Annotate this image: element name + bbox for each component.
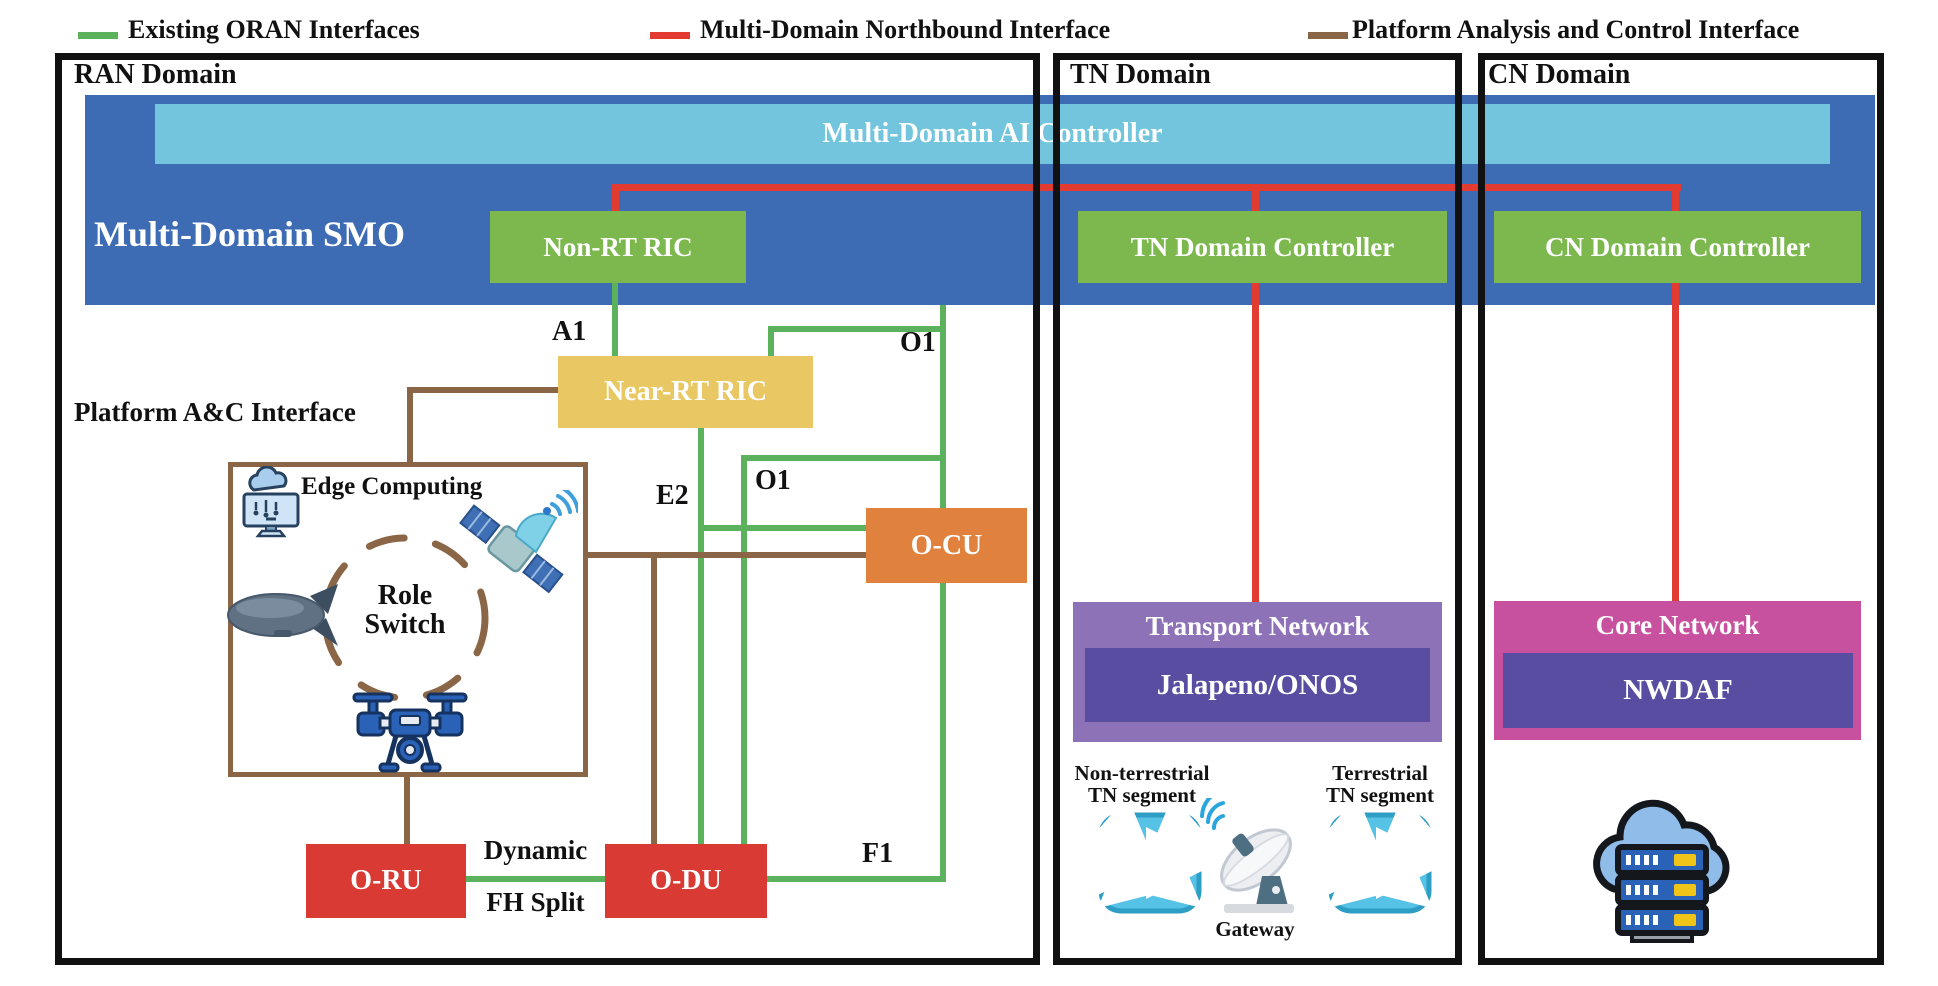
o-ru-label: O-RU [350,865,422,896]
role-switch-dashed-circle [321,534,489,702]
jalapeno-onos-box: Jalapeno/ONOS [1085,648,1430,722]
green-a1-vertical [612,283,618,356]
terrestrial-line1: Terrestrial [1332,761,1428,785]
o-du-label: O-DU [650,865,722,896]
near-rt-ric-label: Near-RT RIC [603,376,768,407]
green-e2-vertical [698,428,704,844]
transport-network-title: Transport Network [1073,606,1442,646]
red-northbound-horizontal [612,184,1681,191]
o-cu-label: O-CU [910,529,983,561]
red-cn-controller-to-core [1672,283,1679,601]
legend-label-platform-ac: Platform Analysis and Control Interface [1352,15,1800,44]
ran-domain-box [55,53,1040,965]
o-ru-box: O-RU [306,844,466,918]
role-switch-label: Role Switch [335,581,475,640]
terrestrial-segment-label: Terrestrial TN segment [1306,762,1454,806]
red-drop-cn-controller [1672,191,1679,211]
satellite-dish-icon [1200,798,1294,913]
non-terrestrial-line2: TN segment [1088,783,1196,808]
non-rt-ric-label: Non-RT RIC [543,231,693,262]
legend-red-line [650,32,690,39]
legend-brown-line [1308,32,1348,39]
o-du-box: O-DU [605,844,767,918]
monitor-cloud-icon [242,466,300,538]
cn-domain-controller-box: CN Domain Controller [1494,211,1861,283]
role-text: Role [377,580,433,611]
fh-top-text: Dynamic [483,835,588,865]
red-tn-controller-to-transport [1252,283,1259,602]
o-cu-box: O-CU [866,508,1027,583]
nwdaf-text: NWDAF [1623,674,1733,706]
non-terrestrial-segment-label: Non-terrestrial TN segment [1068,762,1216,806]
brown-edge-to-oru [404,777,410,844]
airship-icon [227,584,338,646]
non-terrestrial-line1: Non-terrestrial [1074,761,1210,785]
green-f1-horizontal [767,876,946,882]
transport-network-text: Transport Network [1145,610,1370,641]
brown-nearrt-horizontal [407,387,558,393]
green-o1-branch-horizontal [768,326,946,332]
fh-bottom-text: FH Split [486,887,585,917]
platform-ac-label: Platform A&C Interface [74,397,356,427]
switch-text: Switch [364,609,446,641]
fronthaul-dynamic-label: Dynamic [466,835,605,865]
green-o1-branch-vertical [768,326,774,356]
tn-domain-controller-box: TN Domain Controller [1078,211,1447,283]
brown-edge-to-ocu-horizontal [588,552,866,558]
cn-domain-controller-label: CN Domain Controller [1545,231,1810,262]
green-o1-main-vertical [940,305,946,508]
red-drop-nonrt [612,191,619,211]
legend-label-existing-oran: Existing ORAN Interfaces [128,15,420,44]
green-o1-mid-vertical [741,455,747,844]
terrestrial-line2: TN segment [1326,783,1434,808]
fronthaul-split-label: FH Split [466,887,605,917]
core-network-title: Core Network [1494,605,1861,645]
tn-domain-controller-label: TN Domain Controller [1130,231,1395,262]
smo-title: Multi-Domain SMO [94,214,405,254]
legend-green-line [78,32,118,39]
a1-interface-label: A1 [552,316,587,347]
green-f1-riser [940,583,946,882]
green-o1-mid-horizontal [741,455,946,461]
tn-domain-box [1053,53,1462,965]
brown-drop-to-edgebox [407,387,413,462]
network-switch-right-icon [1328,812,1432,914]
red-drop-tn-controller [1252,191,1259,211]
tn-domain-label: TN Domain [1070,59,1211,90]
network-switch-left-icon [1098,812,1202,914]
cn-domain-box [1478,53,1884,965]
nwdaf-box: NWDAF [1503,653,1853,728]
gateway-text: Gateway [1215,917,1295,941]
gateway-label: Gateway [1205,918,1305,940]
legend-label-northbound: Multi-Domain Northbound Interface [700,15,1111,44]
green-fronthaul-horizontal [466,876,605,882]
brown-drop-to-odu [651,552,657,844]
multi-domain-ai-controller-bar: Multi-Domain AI Controller [155,104,1830,164]
core-network-text: Core Network [1595,609,1760,640]
green-e2-to-ocu-horizontal [698,525,866,531]
satellite-icon [459,490,578,594]
ran-domain-label: RAN Domain [74,59,237,90]
o1-mid-interface-label: O1 [755,465,791,496]
edge-computing-title: Edge Computing [301,473,483,500]
cloud-server-icon [1593,799,1730,943]
cn-domain-label: CN Domain [1488,59,1631,90]
ai-controller-label: Multi-Domain AI Controller [822,118,1163,149]
jalapeno-onos-text: Jalapeno/ONOS [1156,668,1359,701]
f1-interface-label: F1 [862,838,894,869]
near-rt-ric-box: Near-RT RIC [558,356,813,428]
e2-interface-label: E2 [656,480,689,511]
drone-icon [352,692,468,773]
o1-top-interface-label: O1 [900,327,936,358]
non-rt-ric-box: Non-RT RIC [490,211,746,283]
